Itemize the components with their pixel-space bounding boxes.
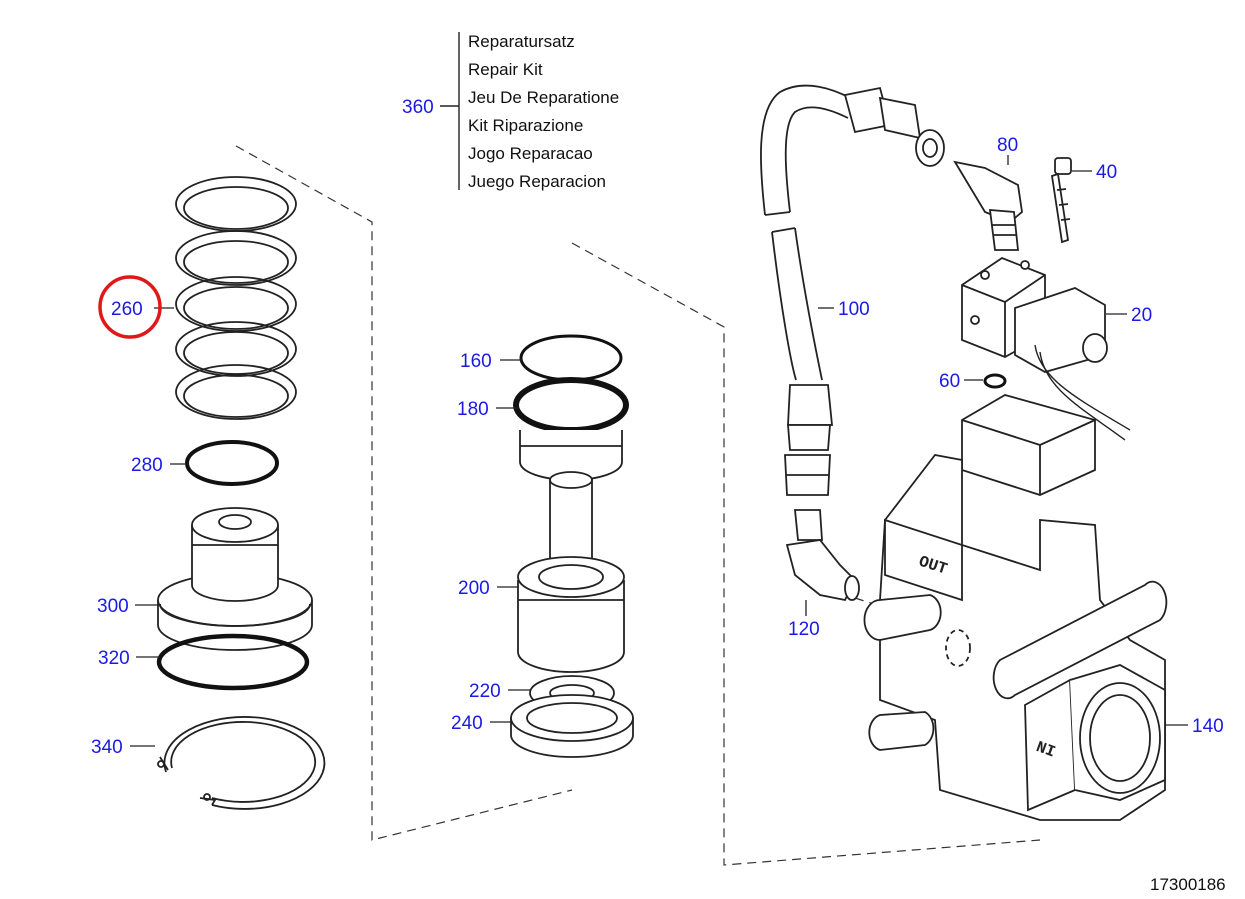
kit-name-it: Kit Riparazione bbox=[468, 116, 583, 135]
hose-100 bbox=[761, 86, 850, 380]
callout-240[interactable]: 240 bbox=[451, 713, 483, 734]
o-ring-280 bbox=[187, 442, 277, 484]
hose-upper-fitting bbox=[845, 88, 944, 166]
piston-stem-200 bbox=[518, 430, 624, 672]
callout-220[interactable]: 220 bbox=[469, 681, 501, 702]
callout-140[interactable]: 140 bbox=[1192, 716, 1224, 737]
callout-leaders bbox=[130, 155, 1188, 747]
body-marking-in: IN bbox=[1034, 736, 1058, 759]
callout-300[interactable]: 300 bbox=[97, 596, 129, 617]
kit-name-fr: Jeu De Reparatione bbox=[468, 88, 619, 107]
seat-housing-240 bbox=[511, 695, 633, 757]
repair-kit-bracket bbox=[440, 32, 460, 190]
kit-name-pt: Jogo Reparacao bbox=[468, 144, 593, 163]
o-ring-320 bbox=[159, 636, 307, 688]
solenoid-wires bbox=[1035, 345, 1130, 440]
callout-60[interactable]: 60 bbox=[939, 371, 960, 392]
callout-120[interactable]: 120 bbox=[788, 619, 820, 640]
solenoid-valve-20 bbox=[962, 258, 1107, 372]
circlip-340 bbox=[158, 717, 324, 809]
callout-340[interactable]: 340 bbox=[91, 737, 123, 758]
callout-100[interactable]: 100 bbox=[838, 299, 870, 320]
o-ring-60 bbox=[985, 375, 1005, 387]
repair-kit-callout: 360 bbox=[402, 97, 434, 118]
callout-40[interactable]: 40 bbox=[1096, 162, 1117, 183]
callout-160[interactable]: 160 bbox=[460, 351, 492, 372]
elbow-fitting-120 bbox=[787, 510, 859, 600]
dashed-line-mid-group bbox=[571, 242, 1041, 866]
callout-180[interactable]: 180 bbox=[457, 399, 489, 420]
callout-280[interactable]: 280 bbox=[131, 455, 163, 476]
piston-cap-300 bbox=[158, 508, 312, 650]
spring-part bbox=[176, 177, 296, 419]
document-number: 17300186 bbox=[1150, 875, 1226, 894]
o-ring-160 bbox=[521, 336, 621, 380]
elbow-fitting-80 bbox=[955, 162, 1022, 250]
dashed-line-left-group bbox=[235, 145, 573, 841]
kit-name-en: Repair Kit bbox=[468, 60, 543, 79]
kit-name-es: Juego Reparacion bbox=[468, 172, 606, 191]
callout-200[interactable]: 200 bbox=[458, 578, 490, 599]
hose-lower-fittings bbox=[785, 385, 832, 495]
callout-80[interactable]: 80 bbox=[997, 135, 1018, 156]
callout-numbers: 260 280 300 320 340 160 180 200 220 240 … bbox=[91, 135, 1224, 758]
callout-320[interactable]: 320 bbox=[98, 648, 130, 669]
repair-kit-names: Reparatursatz Repair Kit Jeu De Reparati… bbox=[468, 32, 619, 191]
callout-260[interactable]: 260 bbox=[111, 299, 143, 320]
callout-20[interactable]: 20 bbox=[1131, 305, 1152, 326]
bolt-40 bbox=[1052, 158, 1071, 242]
kit-name-de: Reparatursatz bbox=[468, 32, 575, 51]
highlight-circle bbox=[98, 275, 162, 339]
valve-body-140 bbox=[864, 395, 1166, 820]
o-ring-180 bbox=[516, 380, 626, 430]
